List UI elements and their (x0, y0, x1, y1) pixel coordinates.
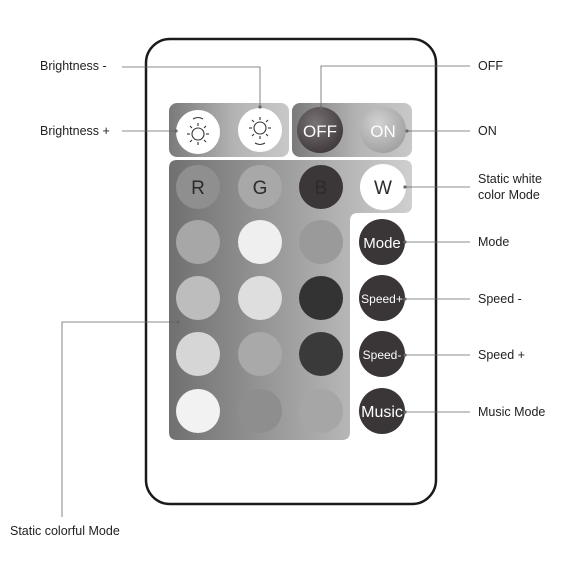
music-button-label: Music (361, 404, 403, 421)
brightness-up-icon (187, 116, 209, 145)
blue-button-label: B (315, 178, 328, 199)
brightness-down-button[interactable] (238, 108, 282, 152)
off-button-label: OFF (303, 122, 337, 141)
callout-music-mode: Music Mode (478, 405, 546, 419)
callout-brightness-plus: Brightness + (40, 124, 110, 138)
green-button-label: G (253, 178, 268, 199)
speed-down-button[interactable]: Speed- (359, 331, 405, 377)
callout-off: OFF (478, 59, 503, 73)
color-swatch-button-r1-c1[interactable] (176, 220, 220, 264)
color-swatch-button-r2-c2[interactable] (238, 276, 282, 320)
leader-off (320, 65, 470, 108)
color-swatch-button-r4-c1[interactable] (176, 389, 220, 433)
callout-speed-plus: Speed + (478, 348, 525, 362)
speed-up-button-label: Speed+ (361, 292, 403, 306)
speed-up-button[interactable]: Speed+ (359, 275, 405, 321)
callout-static-white-line2: color Mode (478, 188, 540, 202)
main-button-panel (169, 160, 412, 440)
music-button[interactable]: Music (359, 388, 405, 434)
color-swatch-grid (176, 220, 343, 433)
leader-brightness-minus (122, 66, 261, 107)
color-swatch-button-r1-c3[interactable] (299, 220, 343, 264)
color-swatch-button-r3-c2[interactable] (238, 332, 282, 376)
callout-brightness-minus: Brightness - (40, 59, 107, 73)
callout-static-white-line1: Static white (478, 172, 542, 186)
white-button[interactable]: W (360, 164, 406, 210)
off-button[interactable]: OFF (297, 107, 343, 153)
color-swatch-button-r2-c1[interactable] (176, 276, 220, 320)
green-button[interactable]: G (238, 165, 282, 209)
mode-button-label: Mode (363, 235, 401, 252)
leader-static-colorful (61, 321, 178, 517)
callout-speed-minus: Speed - (478, 292, 522, 306)
callout-mode: Mode (478, 235, 510, 249)
speed-down-button-label: Speed- (363, 348, 402, 362)
on-button-label: ON (370, 122, 396, 141)
callout-static-colorful: Static colorful Mode (10, 524, 120, 538)
color-swatch-button-r3-c1[interactable] (176, 332, 220, 376)
brightness-down-icon (249, 117, 271, 146)
white-button-label: W (374, 178, 392, 199)
color-swatch-button-r1-c2[interactable] (238, 220, 282, 264)
on-button[interactable]: ON (360, 107, 406, 153)
color-swatch-button-r4-c3[interactable] (299, 389, 343, 433)
red-button-label: R (191, 178, 205, 199)
leader-lines (61, 65, 470, 517)
mode-button[interactable]: Mode (359, 219, 405, 265)
brightness-up-button[interactable] (176, 110, 220, 154)
color-swatch-button-r2-c3[interactable] (299, 276, 343, 320)
blue-button[interactable]: B (299, 165, 343, 209)
callout-on: ON (478, 124, 497, 138)
color-swatch-button-r4-c2[interactable] (238, 389, 282, 433)
red-button[interactable]: R (176, 165, 220, 209)
color-swatch-button-r3-c3[interactable] (299, 332, 343, 376)
